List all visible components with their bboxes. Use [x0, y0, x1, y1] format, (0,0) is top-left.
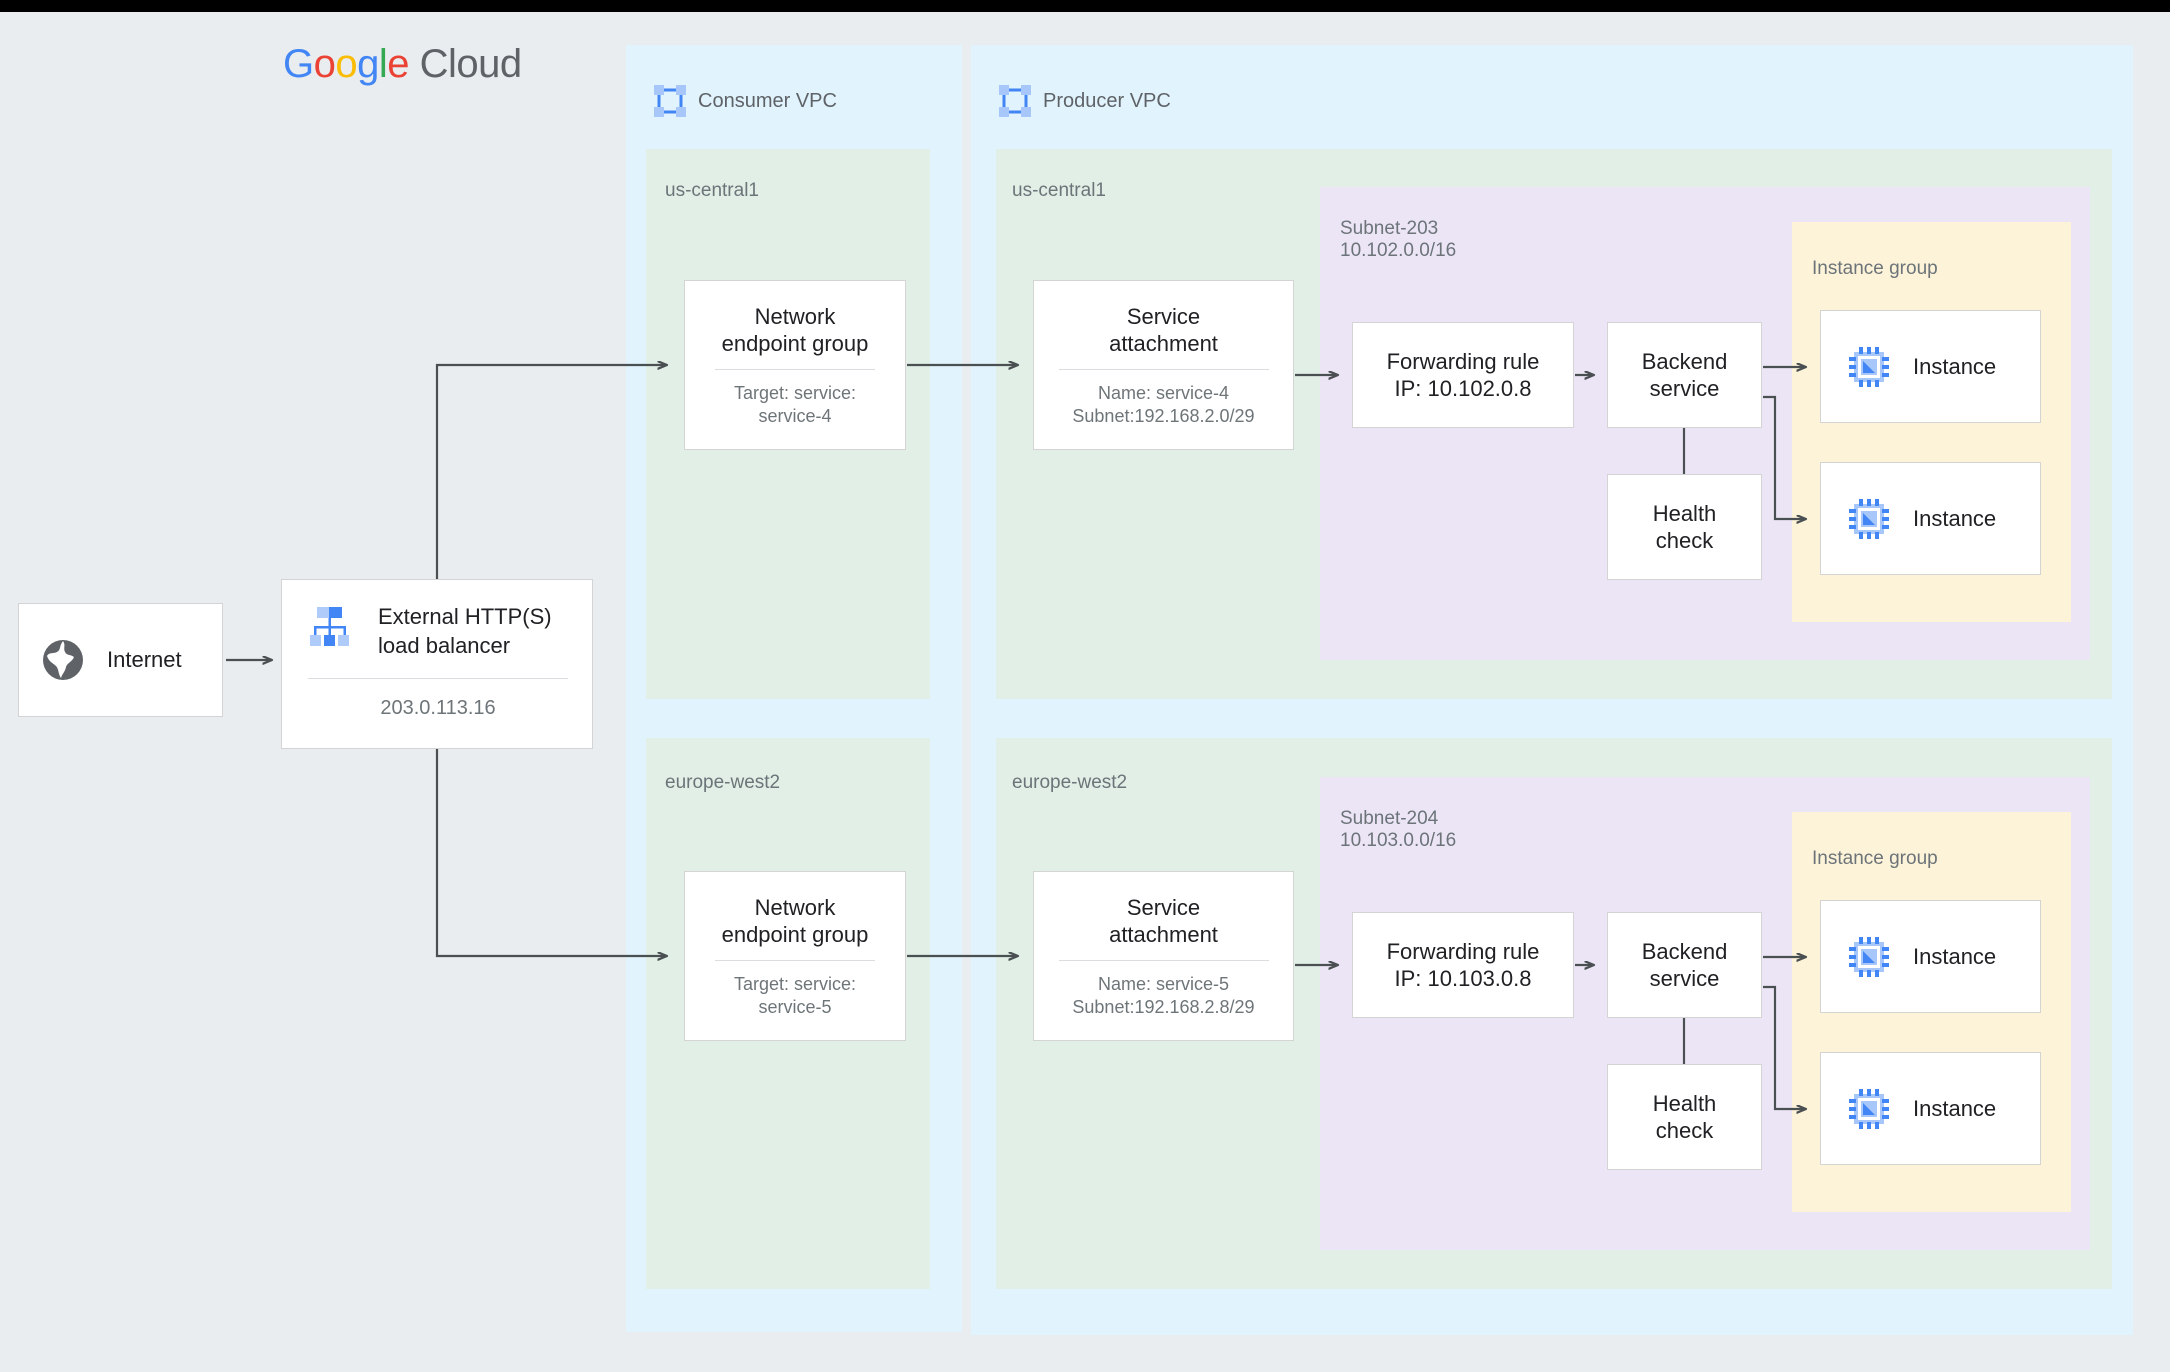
service-attachment-europe-west2[interactable]: Service attachment Name: service-5 Subne… — [1033, 871, 1294, 1041]
neg-divider — [715, 959, 875, 961]
subnet-204-label: Subnet-204 — [1340, 808, 1439, 829]
instance-box-203-1[interactable]: Instance — [1820, 310, 2041, 423]
producer-region-us-central1-label: us-central1 — [1012, 180, 1106, 201]
arrow-lb-to-neg-us-central1 — [435, 365, 667, 579]
network-endpoint-group-us-central1[interactable]: Network endpoint group Target: service: … — [684, 280, 906, 450]
load-balancer-ip: 203.0.113.16 — [380, 697, 496, 719]
arrow-backend-to-instance-203-2 — [1763, 395, 1806, 519]
neg-title: Network endpoint group — [721, 303, 869, 356]
neg-subtext: Target: service: service-5 — [733, 973, 857, 1017]
health-check-subnet-203[interactable]: Health check — [1607, 474, 1762, 580]
health-check-subnet-204[interactable]: Health check — [1607, 1064, 1762, 1170]
service-attachment-title: Service attachment — [1109, 303, 1218, 356]
health-check-title: Health check — [1652, 1091, 1717, 1143]
neg-subtext: Target: service: service-4 — [733, 382, 857, 426]
neg-divider — [715, 368, 875, 370]
backend-service-title: Backend service — [1641, 939, 1728, 991]
consumer-region-europe-west2-label: europe-west2 — [665, 772, 781, 793]
backend-service-subnet-204[interactable]: Backend service — [1607, 912, 1762, 1018]
forwarding-rule-subnet-203[interactable]: Forwarding rule IP: 10.102.0.8 — [1352, 322, 1574, 428]
internet-box[interactable]: Internet — [18, 603, 223, 717]
instance-chip-icon — [1849, 498, 1889, 539]
instance-label: Instance — [1913, 1095, 1997, 1121]
cloud-wordmark: Cloud — [419, 42, 523, 86]
producer-region-europe-west2-label: europe-west2 — [1012, 772, 1128, 793]
instance-box-204-1[interactable]: Instance — [1820, 900, 2041, 1013]
google-wordmark: Google — [283, 42, 410, 86]
vpc-icon — [999, 85, 1031, 117]
external-load-balancer-box[interactable]: External HTTP(S) load balancer 203.0.113… — [281, 579, 593, 749]
instance-group-subnet-203-label: Instance group — [1812, 258, 1938, 279]
forwarding-rule-subnet-204[interactable]: Forwarding rule IP: 10.103.0.8 — [1352, 912, 1574, 1018]
subnet-203-label: Subnet-203 — [1340, 218, 1439, 239]
subnet-204-cidr: 10.103.0.0/16 — [1340, 830, 1457, 851]
backend-service-subnet-203[interactable]: Backend service — [1607, 322, 1762, 428]
instance-group-subnet-204-label: Instance group — [1812, 848, 1938, 869]
subnet-203-cidr: 10.102.0.0/16 — [1340, 240, 1457, 261]
service-attachment-divider — [1058, 959, 1269, 961]
forwarding-rule-title: Forwarding rule IP: 10.103.0.8 — [1386, 939, 1540, 991]
instance-label: Instance — [1913, 943, 1997, 969]
service-attachment-divider — [1058, 368, 1269, 370]
instance-chip-icon — [1849, 936, 1889, 977]
backend-service-title: Backend service — [1641, 349, 1728, 401]
globe-icon — [43, 640, 83, 680]
service-attachment-us-central1[interactable]: Service attachment Name: service-4 Subne… — [1033, 280, 1294, 450]
service-attachment-title: Service attachment — [1109, 894, 1218, 947]
internet-label: Internet — [107, 647, 182, 672]
consumer-vpc-label: Consumer VPC — [698, 90, 837, 112]
google-cloud-logo: Google Cloud — [283, 42, 522, 87]
service-attachment-subtext: Name: service-5 Subnet:192.168.2.8/29 — [1072, 973, 1255, 1017]
health-check-title: Health check — [1652, 501, 1717, 553]
service-attachment-subtext: Name: service-4 Subnet:192.168.2.0/29 — [1072, 382, 1255, 426]
producer-vpc-label: Producer VPC — [1043, 90, 1171, 112]
arrow-backend-to-instance-204-2 — [1763, 985, 1806, 1109]
forwarding-rule-title: Forwarding rule IP: 10.102.0.8 — [1386, 349, 1540, 401]
vpc-icon — [654, 85, 686, 117]
instance-chip-icon — [1849, 346, 1889, 387]
load-balancer-icon — [310, 607, 349, 646]
connector-layer — [226, 12, 2170, 1372]
load-balancer-title: External HTTP(S) load balancer — [378, 604, 552, 658]
instance-label: Instance — [1913, 505, 1997, 531]
load-balancer-divider — [308, 678, 568, 679]
instance-label: Instance — [1913, 353, 1997, 379]
diagram-canvas: Google Cloud Consumer VPC us-central1 Ne… — [0, 12, 2170, 1372]
network-endpoint-group-europe-west2[interactable]: Network endpoint group Target: service: … — [684, 871, 906, 1041]
neg-title: Network endpoint group — [721, 894, 869, 947]
top-black-bar — [0, 0, 2170, 12]
consumer-region-us-central1-label: us-central1 — [665, 180, 759, 201]
instance-chip-icon — [1849, 1088, 1889, 1129]
instance-box-203-2[interactable]: Instance — [1820, 462, 2041, 575]
arrow-lb-to-neg-europe-west2 — [435, 749, 667, 956]
instance-box-204-2[interactable]: Instance — [1820, 1052, 2041, 1165]
